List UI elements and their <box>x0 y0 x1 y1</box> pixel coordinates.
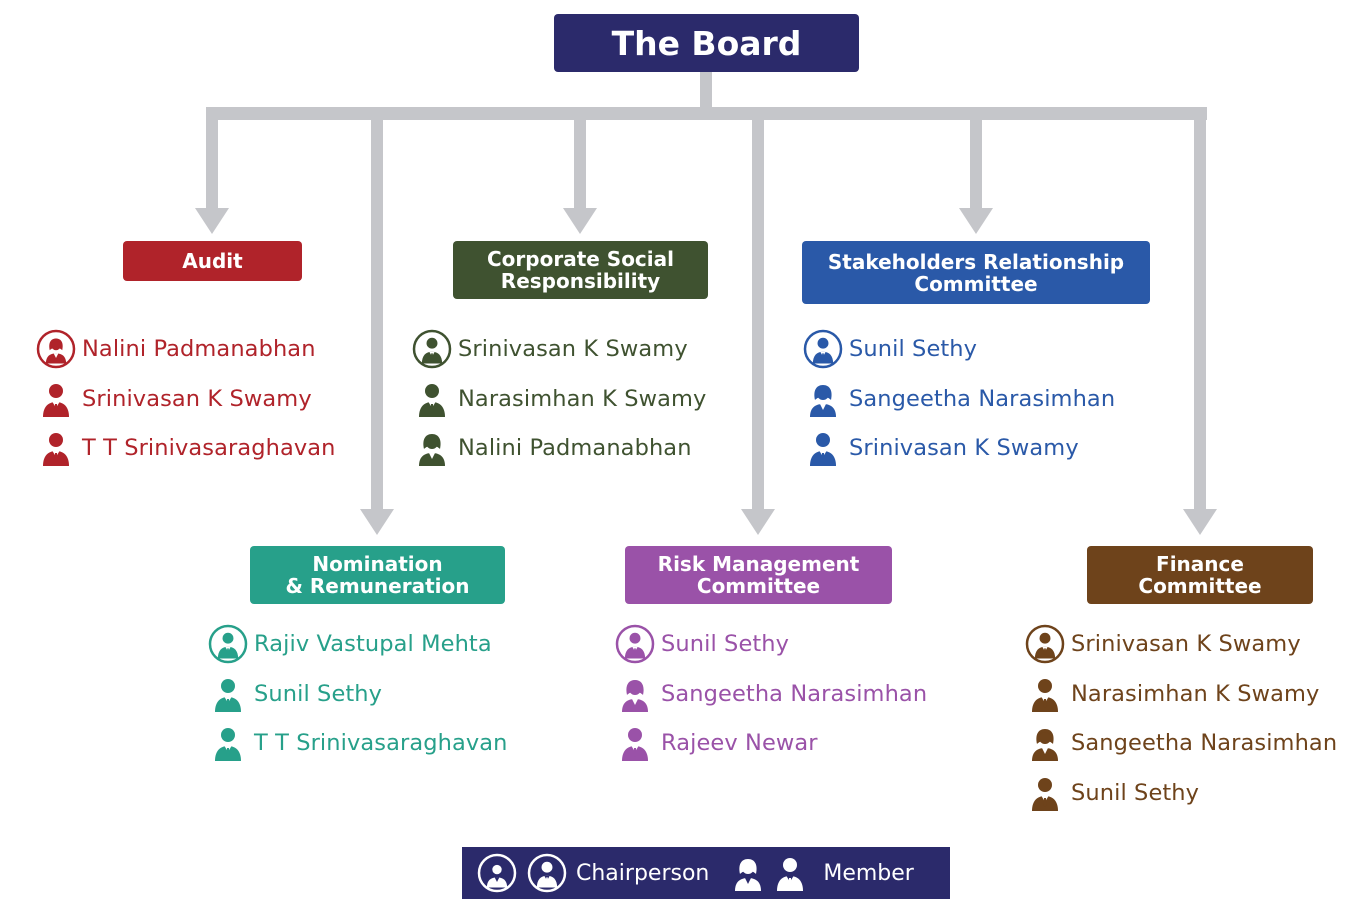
arrow-head-risk <box>741 509 775 535</box>
member-name: Nalini Padmanabhan <box>82 336 316 362</box>
chairperson-male-icon <box>611 622 659 666</box>
member-name: Sunil Sethy <box>661 631 790 657</box>
chairperson-male-icon <box>526 851 568 895</box>
board-title: The Board <box>554 14 859 72</box>
chairperson-male-icon <box>204 622 252 666</box>
chairperson-male-icon <box>408 327 456 371</box>
member-name: Sangeetha Narasimhan <box>1071 730 1338 756</box>
member-row: Nalini Padmanabhan <box>408 426 692 470</box>
member-row: Srinivasan K Swamy <box>32 377 312 421</box>
member-row: Srinivasan K Swamy <box>1021 622 1301 666</box>
member-row: Rajeev Newar <box>611 721 818 765</box>
arrow-shaft-nomination <box>371 120 383 511</box>
member-male-icon <box>32 377 80 421</box>
arrow-head-finance <box>1183 509 1217 535</box>
member-male-icon <box>1021 771 1069 815</box>
arrow-head-stakeholders <box>959 208 993 234</box>
member-female-icon <box>408 426 456 470</box>
member-row: Srinivasan K Swamy <box>408 327 688 371</box>
member-name: T T Srinivasaraghavan <box>254 730 508 756</box>
arrow-head-audit <box>195 208 229 234</box>
committee-title-line: Committee <box>914 271 1038 296</box>
legend: Chairperson Member <box>462 847 950 899</box>
member-male-icon <box>204 721 252 765</box>
member-row: Narasimhan K Swamy <box>408 377 706 421</box>
member-name: T T Srinivasaraghavan <box>82 435 336 461</box>
member-female-icon <box>727 851 769 895</box>
member-name: Srinivasan K Swamy <box>849 435 1079 461</box>
member-row: Narasimhan K Swamy <box>1021 672 1319 716</box>
member-male-icon <box>799 426 847 470</box>
member-male-icon <box>204 672 252 716</box>
member-name: Rajiv Vastupal Mehta <box>254 631 492 657</box>
member-male-icon <box>611 721 659 765</box>
member-name: Sangeetha Narasimhan <box>661 680 928 707</box>
member-male-icon <box>32 426 80 470</box>
member-row: T T Srinivasaraghavan <box>204 721 508 765</box>
member-name: Sunil Sethy <box>254 680 383 707</box>
committee-title-line: Nomination <box>312 552 443 576</box>
member-row: Sunil Sethy <box>611 622 789 666</box>
member-name: Narasimhan K Swamy <box>458 385 707 412</box>
committee-title-line: Audit <box>182 249 243 273</box>
member-row: Sangeetha Narasimhan <box>611 672 927 716</box>
arrow-shaft-finance <box>1194 120 1206 511</box>
member-name: Sangeetha Narasimhan <box>849 385 1116 412</box>
chairperson-male-icon <box>799 327 847 371</box>
member-name: Rajeev Newar <box>661 730 818 756</box>
member-row: T T Srinivasaraghavan <box>32 426 336 470</box>
arrow-head-csr <box>563 208 597 234</box>
arrow-shaft-csr <box>574 120 586 210</box>
member-row: Sunil Sethy <box>1021 771 1199 815</box>
member-row: Nalini Padmanabhan <box>32 327 316 371</box>
member-row: Srinivasan K Swamy <box>799 426 1079 470</box>
member-name: Srinivasan K Swamy <box>82 385 312 412</box>
member-name: Sunil Sethy <box>849 336 978 362</box>
member-name: Srinivasan K Swamy <box>458 336 688 362</box>
legend-member-label: Member <box>823 860 914 886</box>
chairperson-female-icon <box>476 851 518 895</box>
member-female-icon <box>799 377 847 421</box>
member-name: Nalini Padmanabhan <box>458 435 692 461</box>
member-male-icon <box>769 851 811 895</box>
committee-title-line: Committee <box>1138 574 1262 598</box>
arrow-shaft-stakeholders <box>970 120 982 210</box>
committee-box-audit: Audit <box>123 241 302 281</box>
committee-title-line: Committee <box>696 574 821 598</box>
member-name: Srinivasan K Swamy <box>1071 631 1301 657</box>
member-row: Sunil Sethy <box>799 327 977 371</box>
member-row: Sangeetha Narasimhan <box>799 377 1115 421</box>
member-row: Sangeetha Narasimhan <box>1021 721 1337 765</box>
committee-title-line: Corporate Social <box>487 247 674 271</box>
member-row: Sunil Sethy <box>204 672 382 716</box>
member-female-icon <box>611 672 659 716</box>
member-male-icon <box>1021 672 1069 716</box>
committee-title-line: Responsibility <box>500 269 661 293</box>
committee-title-line: Risk Management <box>657 552 860 576</box>
committee-title-line: & Remuneration <box>285 574 470 598</box>
legend-chairperson-label: Chairperson <box>576 860 710 886</box>
member-row: Rajiv Vastupal Mehta <box>204 622 492 666</box>
arrow-head-nomination <box>360 509 394 535</box>
committee-title-line: Stakeholders Relationship <box>827 249 1125 274</box>
arrow-shaft-audit <box>206 120 218 210</box>
member-female-icon <box>1021 721 1069 765</box>
member-male-icon <box>408 377 456 421</box>
committee-title-line: Finance <box>1156 552 1244 576</box>
member-name: Sunil Sethy <box>1071 779 1200 806</box>
chairperson-male-icon <box>1021 622 1069 666</box>
member-name: Narasimhan K Swamy <box>1071 680 1320 707</box>
committee-box-nomination: Nomination& Remuneration <box>250 546 505 604</box>
chairperson-female-icon <box>32 327 80 371</box>
arrow-shaft-risk <box>752 120 764 511</box>
